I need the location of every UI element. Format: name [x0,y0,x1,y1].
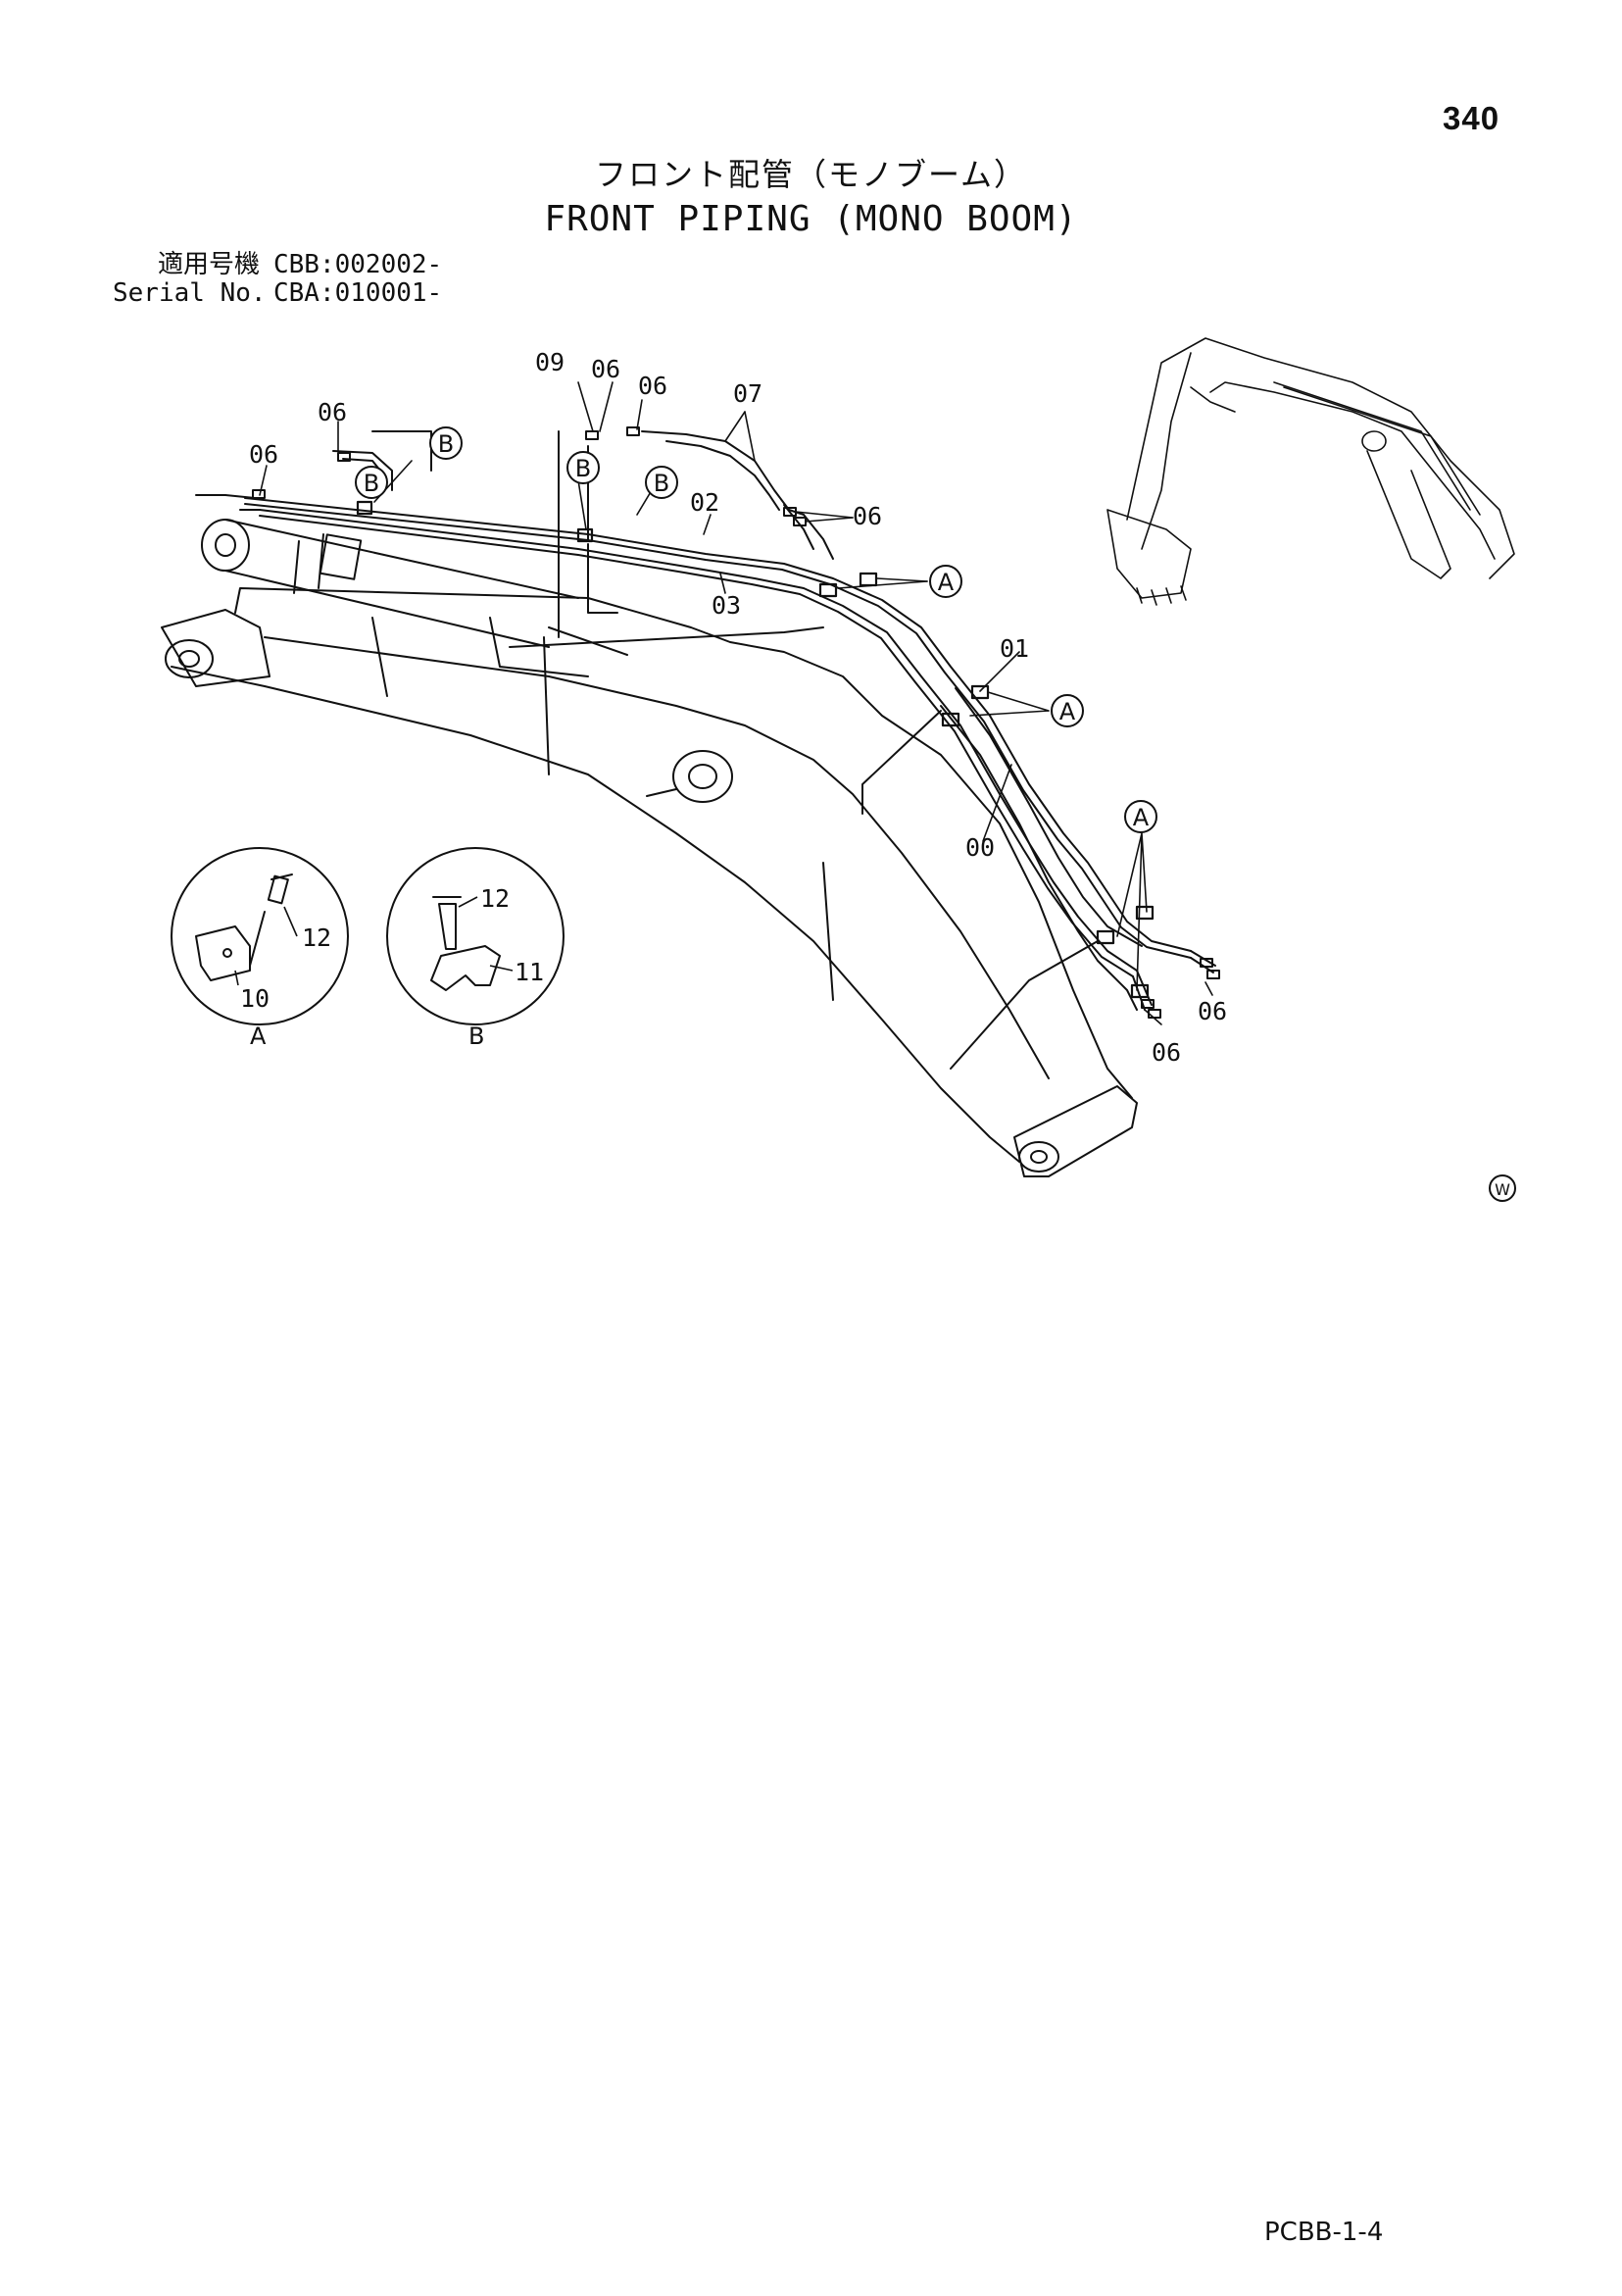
detail-a [171,847,349,1025]
callout-12-b: 12 [480,884,510,913]
page-number: 340 [1443,100,1500,136]
boom-body [161,587,1138,1177]
callout-00: 00 [965,833,995,862]
watermark-letter: W [1495,1180,1510,1199]
clamp-leaders [371,430,1099,1070]
tag-b-2: B [364,470,379,497]
page-title-japanese: フロント配管（モノブーム） [594,156,1028,193]
tag-b-1: B [438,430,454,458]
serial-range: 適用号機 CBB:002002- Serial No.CBA:010001- [113,251,442,308]
callout-09: 09 [535,348,565,376]
serial-value-japanese: CBB:002002- [273,250,443,279]
inset-machine-view [1106,337,1515,606]
callout-06-f: 06 [1198,997,1227,1025]
callout-02: 02 [690,488,719,517]
pipe-runs [195,430,1216,1011]
serial-row-english: Serial No.CBA:010001- [113,279,442,308]
callout-06-g: 06 [1152,1038,1181,1067]
callout-07: 07 [733,379,762,408]
callout-01: 01 [1000,634,1029,663]
drawing-code: PCBB-1-4 [1264,2218,1384,2247]
callout-06-b: 06 [638,372,667,400]
callout-06-d: 06 [249,440,278,469]
serial-row-japanese: 適用号機 CBB:002002- [113,251,442,279]
detail-leaders [234,896,514,986]
tag-a-3: A [1133,804,1150,831]
callout-03: 03 [712,591,741,620]
serial-value-english: CBA:010001- [273,278,443,308]
clamp-tag-letters: B B B B A A A [364,430,1150,831]
callout-06-a: 06 [591,355,620,383]
callout-leaders [259,381,1213,1025]
detail-label-a: A [250,1023,267,1050]
serial-label-japanese: 適用号機 [157,250,260,279]
page-title-english: FRONT PIPING (MONO BOOM) [544,199,1078,239]
callout-12-a: 12 [302,923,331,952]
tag-a-1: A [938,569,955,596]
detail-b [386,847,565,1025]
boom-cylinder [201,519,628,656]
tag-b-4: B [654,470,669,497]
clamp-tags [355,426,1157,833]
serial-label-english: Serial No. [113,278,267,308]
callout-06-e: 06 [853,502,882,530]
detail-label-b: B [468,1023,484,1050]
tag-b-3: B [575,455,591,482]
callout-10: 10 [240,984,270,1013]
watermark-circle [1489,1174,1516,1202]
pipe-clamps [356,500,1155,999]
callout-11: 11 [515,958,544,986]
tag-a-2: A [1059,698,1076,725]
callout-06-c: 06 [318,398,347,426]
part-callouts: 09 06 06 07 06 06 02 06 03 01 00 06 06 1… [240,348,1510,1199]
